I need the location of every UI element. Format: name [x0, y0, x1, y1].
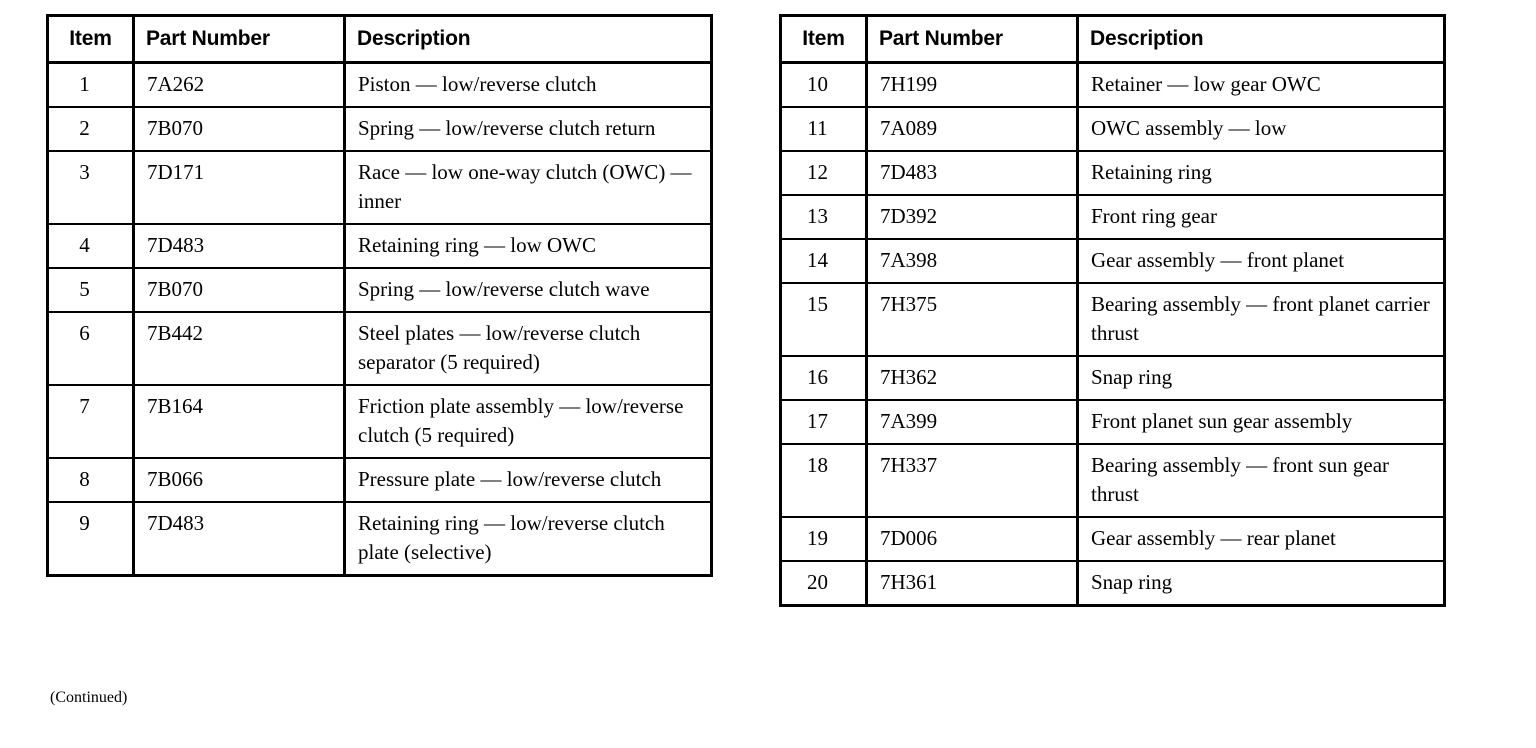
cell-item: 10	[780, 62, 868, 108]
cell-item: 14	[780, 239, 868, 284]
cell-part-number: 7D006	[866, 517, 1079, 562]
cell-part-number: 7A399	[866, 400, 1079, 445]
column-header-description: Description	[1077, 15, 1445, 64]
cell-item: 18	[780, 444, 868, 518]
cell-description: Piston — low/reverse clutch	[344, 62, 712, 108]
cell-part-number: 7B442	[133, 312, 346, 386]
column-header-item: Item	[780, 15, 868, 64]
cell-part-number: 7D483	[133, 502, 346, 576]
cell-description: Bearing assembly — front sun gear thrust	[1077, 444, 1445, 518]
cell-item: 16	[780, 356, 868, 401]
column-header-part-number: Part Number	[866, 15, 1079, 64]
cell-part-number: 7B066	[133, 458, 346, 503]
cell-part-number: 7B164	[133, 385, 346, 459]
cell-description: Bearing assembly — front planet carrier …	[1077, 283, 1445, 357]
cell-part-number: 7H375	[866, 283, 1079, 357]
header-row: Item Part Number Description	[47, 15, 712, 64]
cell-item: 13	[780, 195, 868, 240]
cell-part-number: 7H362	[866, 356, 1079, 401]
cell-description: Spring — low/reverse clutch return	[344, 107, 712, 152]
column-header-part-number: Part Number	[133, 15, 346, 64]
cell-item: 8	[47, 458, 135, 503]
cell-item: 5	[47, 268, 135, 313]
cell-description: Snap ring	[1077, 356, 1445, 401]
cell-description: Pressure plate — low/reverse clutch	[344, 458, 712, 503]
cell-part-number: 7H199	[866, 62, 1079, 108]
cell-description: Retaining ring — low/reverse clutch plat…	[358, 511, 665, 564]
cell-description: Gear assembly — rear planet	[1077, 517, 1445, 562]
cell-part-number: 7D171	[133, 151, 346, 225]
cell-description: Snap ring	[1091, 570, 1173, 594]
cell-part-number: 7H337	[866, 444, 1079, 518]
header-row: Item Part Number Description	[780, 15, 1445, 64]
cell-description: Steel plates — low/reverse clutch separa…	[344, 312, 712, 386]
cell-item: 3	[47, 151, 135, 225]
cell-item: 6	[47, 312, 135, 386]
cell-item: 9	[47, 502, 135, 576]
cell-item: 11	[780, 107, 868, 152]
cell-part-number: 7H361	[866, 561, 1079, 606]
cell-part-number: 7D483	[133, 224, 346, 269]
cell-description: Friction plate assembly — low/reverse cl…	[344, 385, 712, 459]
cell-part-number: 7B070	[133, 268, 346, 313]
cell-part-number: 7A398	[866, 239, 1079, 284]
cell-item: 17	[780, 400, 868, 445]
cell-item: 1	[47, 62, 135, 108]
cell-description: Spring — low/reverse clutch wave	[344, 268, 712, 313]
cell-description: Retaining ring — low OWC	[344, 224, 712, 269]
cell-item: 15	[780, 283, 868, 357]
cell-part-number: 7B070	[133, 107, 346, 152]
cell-description: Retaining ring	[1077, 151, 1445, 196]
cell-item: 4	[47, 224, 135, 269]
cell-item: 12	[780, 151, 868, 196]
cell-part-number: 7D392	[866, 195, 1079, 240]
cell-part-number: 7A262	[133, 62, 346, 108]
table-header-right: Item Part Number Description	[780, 15, 1445, 64]
column-header-description: Description	[344, 15, 712, 64]
cell-description: OWC assembly — low	[1077, 107, 1445, 152]
cell-part-number: 7A089	[866, 107, 1079, 152]
table-header-left: Item Part Number Description	[47, 15, 712, 64]
continued-note: (Continued)	[50, 689, 128, 706]
cell-description: Gear assembly — front planet	[1077, 239, 1445, 284]
cell-part-number: 7D483	[866, 151, 1079, 196]
cell-description: Race — low one-way clutch (OWC) — inner	[344, 151, 712, 225]
cell-item: 20	[780, 561, 868, 606]
cell-description: Front planet sun gear assembly	[1077, 400, 1445, 445]
cell-description: Retainer — low gear OWC	[1077, 62, 1445, 108]
cell-item: 7	[47, 385, 135, 459]
column-header-item: Item	[47, 15, 135, 64]
cell-description: Front ring gear	[1077, 195, 1445, 240]
cell-item: 2	[47, 107, 135, 152]
cell-item: 19	[780, 517, 868, 562]
